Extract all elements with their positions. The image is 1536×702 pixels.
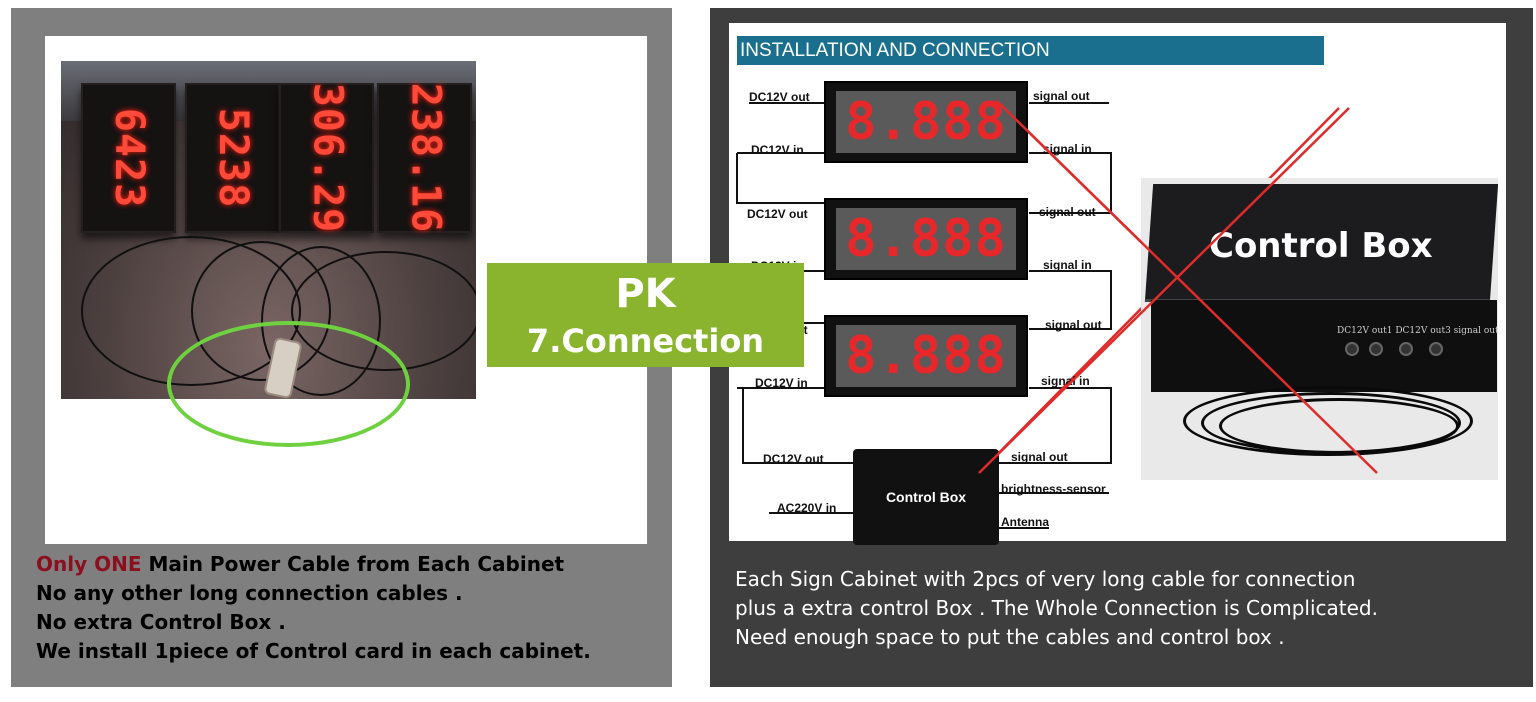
label-signal-out-4: signal out [1011, 450, 1068, 464]
label-dc-out-2: DC12V out [747, 207, 808, 221]
cabinet-2-display: 5238 [210, 107, 257, 209]
sign-cabinet-1: 8.888 [824, 81, 1028, 163]
left-description: Only ONE Main Power Cable from Each Cabi… [36, 550, 656, 666]
cable-coil-3 [1219, 398, 1459, 454]
pk-subtitle: 7.Connection [526, 322, 765, 360]
sign-2-digits: 8.888 [845, 209, 1007, 269]
label-brightness-sensor: brightness-sensor [1001, 482, 1106, 496]
cabinet-1-display: 6423 [106, 107, 153, 209]
pk-badge: PK 7.Connection [487, 263, 804, 367]
cabinets-photo: 6423 5238 306.29 238.16 [61, 61, 476, 399]
label-signal-in-2: signal in [1043, 258, 1092, 272]
label-antenna: Antenna [1001, 515, 1049, 529]
cabinet-2: 5238 [185, 83, 280, 233]
cabinet-1: 6423 [81, 83, 176, 233]
cabinet-3-display: 306.29 [304, 82, 350, 234]
port-2 [1369, 342, 1383, 356]
control-box-photo-label: Control Box [1209, 226, 1433, 266]
highlight-ellipse [167, 321, 410, 447]
cabinet-3: 306.29 [279, 83, 374, 233]
right-line-1: Each Sign Cabinet with 2pcs of very long… [735, 567, 1356, 591]
left-line-2: No any other long connection cables . [36, 581, 463, 605]
label-signal-in-3: signal in [1041, 374, 1090, 388]
label-signal-out-1: signal out [1033, 89, 1090, 103]
port-4 [1429, 342, 1443, 356]
right-panel: INSTALLATION AND CONNECTION [710, 8, 1533, 687]
right-description: Each Sign Cabinet with 2pcs of very long… [735, 565, 1525, 652]
left-line-3: No extra Control Box . [36, 610, 286, 634]
port-3 [1399, 342, 1413, 356]
label-dc-in-3: DC12V in [755, 376, 808, 390]
pk-title: PK [615, 271, 676, 317]
left-line-1: Only ONE Main Power Cable from Each Cabi… [36, 552, 565, 576]
label-dc-in-1: DC12V in [751, 143, 804, 157]
label-signal-in-1: signal in [1043, 142, 1092, 156]
control-box-diagram: Control Box [853, 449, 999, 545]
sign-3-digits: 8.888 [845, 326, 1007, 386]
label-dc-out-1: DC12V out [749, 90, 810, 104]
label-signal-out-3: signal out [1045, 318, 1102, 332]
wiring-diagram: 8.888 8.888 8.888 DC12V out DC12V in DC1… [729, 23, 1506, 545]
right-line-3: Need enough space to put the cables and … [735, 625, 1285, 649]
control-box-photo: Control Box DC12V out1 DC12V out3 signal… [1141, 178, 1498, 480]
diagram-title: INSTALLATION AND CONNECTION [737, 36, 1324, 65]
right-line-2: plus a extra control Box . The Whole Con… [735, 596, 1378, 620]
label-ac-in: AC220V in [777, 501, 837, 515]
cabinet-4-display: 238.16 [402, 82, 448, 234]
left-line-4: We install 1piece of Control card in eac… [36, 639, 591, 663]
sign-1-digits: 8.888 [845, 92, 1007, 152]
ports-label: DC12V out1 DC12V out3 signal out [1337, 326, 1498, 336]
cabinet-4: 238.16 [377, 83, 472, 233]
label-signal-out-2: signal out [1039, 205, 1096, 219]
highlight-text: Only ONE [36, 552, 142, 576]
right-image-frame: INSTALLATION AND CONNECTION [729, 23, 1506, 545]
sign-cabinet-2: 8.888 [824, 198, 1028, 280]
port-1 [1345, 342, 1359, 356]
sign-cabinet-3: 8.888 [824, 315, 1028, 397]
control-box-front [1151, 300, 1497, 392]
label-dc-out-4: DC12V out [763, 452, 824, 466]
